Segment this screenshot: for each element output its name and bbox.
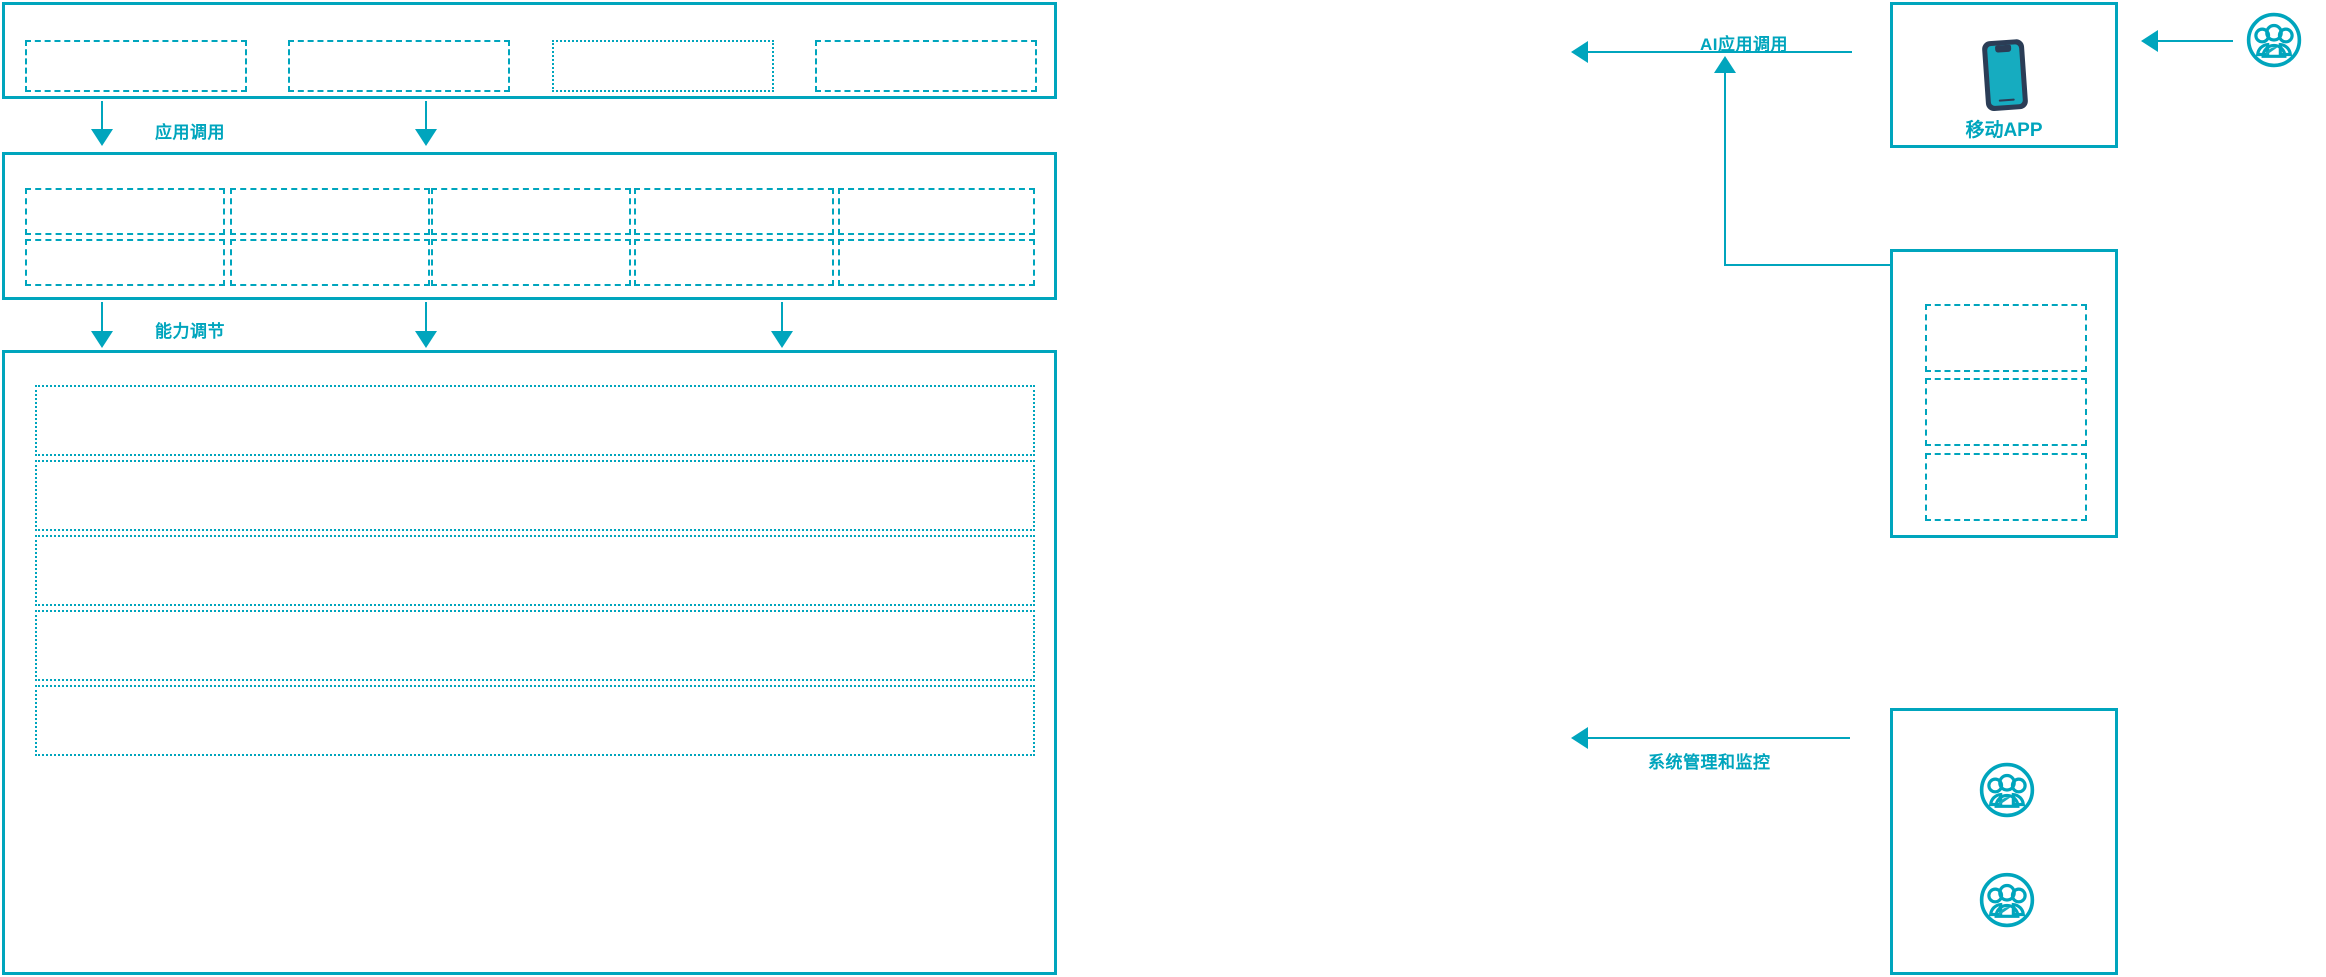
- capability-adjust-arrow-shaft-2: [425, 302, 427, 340]
- channel-riser-head: [1714, 56, 1736, 73]
- channel-riser-shaft: [1724, 72, 1726, 266]
- system-manage-monitor-label: 系统管理和监控: [1648, 753, 1771, 772]
- channel-panel: [1890, 249, 2118, 538]
- capability-slot-2-3[interactable]: [431, 239, 631, 286]
- infrastructure-slot-5[interactable]: [35, 685, 1035, 756]
- capability-slot-1-1[interactable]: [25, 188, 225, 235]
- operations-user-group-icon-2: [1978, 871, 2036, 929]
- infrastructure-slot-2[interactable]: [35, 460, 1035, 531]
- application-slot-4[interactable]: [815, 40, 1037, 92]
- external-user-group-icon: [2245, 11, 2303, 69]
- mobile-app-label: 移动APP: [1965, 120, 2043, 141]
- app-invoke-label: 应用调用: [155, 123, 225, 142]
- capability-slot-1-4[interactable]: [634, 188, 834, 235]
- capability-adjust-arrow-shaft-3: [781, 302, 783, 340]
- app-invoke-arrow-shaft-right: [425, 101, 427, 138]
- app-invoke-arrow-head-right: [415, 129, 437, 146]
- capability-slot-1-3[interactable]: [431, 188, 631, 235]
- external-user-arrow-shaft: [2158, 40, 2233, 42]
- operations-user-group-icon-1: [1978, 761, 2036, 819]
- capability-adjust-arrow-shaft-1: [101, 302, 103, 340]
- infrastructure-slot-1[interactable]: [35, 385, 1035, 456]
- infrastructure-layer-panel: [2, 350, 1057, 975]
- capability-adjust-arrow-head-2: [415, 331, 437, 348]
- channel-slot-2[interactable]: [1925, 378, 2087, 446]
- application-layer-panel: [2, 2, 1057, 99]
- capability-slot-1-2[interactable]: [230, 188, 430, 235]
- ai-app-invoke-label: AI应用调用: [1700, 35, 1788, 54]
- application-slot-3[interactable]: [552, 40, 774, 92]
- application-slot-2[interactable]: [288, 40, 510, 92]
- mobile-phone-icon: [1975, 35, 2039, 115]
- external-user-arrow-head: [2141, 30, 2158, 52]
- capability-adjust-arrow-head-3: [771, 331, 793, 348]
- mobile-app-panel: 移动APP: [1890, 2, 2118, 148]
- app-invoke-arrow-head-left: [91, 129, 113, 146]
- system-manage-arrow-shaft: [1588, 737, 1850, 739]
- app-invoke-arrow-shaft-left: [101, 101, 103, 138]
- capability-slot-1-5[interactable]: [838, 188, 1035, 235]
- capability-adjust-label: 能力调节: [155, 322, 225, 341]
- infrastructure-slot-3[interactable]: [35, 535, 1035, 606]
- application-slot-1[interactable]: [25, 40, 247, 92]
- channel-riser-connector: [1724, 264, 1890, 266]
- ai-app-invoke-arrow-shaft: [1588, 51, 1852, 53]
- channel-slot-1[interactable]: [1925, 304, 2087, 372]
- capability-slot-2-5[interactable]: [838, 239, 1035, 286]
- ai-app-invoke-arrow-head: [1571, 41, 1588, 63]
- channel-slot-3[interactable]: [1925, 453, 2087, 521]
- capability-slot-2-2[interactable]: [230, 239, 430, 286]
- system-manage-arrow-head: [1571, 727, 1588, 749]
- capability-slot-2-1[interactable]: [25, 239, 225, 286]
- capability-layer-panel: [2, 152, 1057, 300]
- infrastructure-slot-4[interactable]: [35, 610, 1035, 681]
- operations-panel: [1890, 708, 2118, 975]
- capability-slot-2-4[interactable]: [634, 239, 834, 286]
- capability-adjust-arrow-head-1: [91, 331, 113, 348]
